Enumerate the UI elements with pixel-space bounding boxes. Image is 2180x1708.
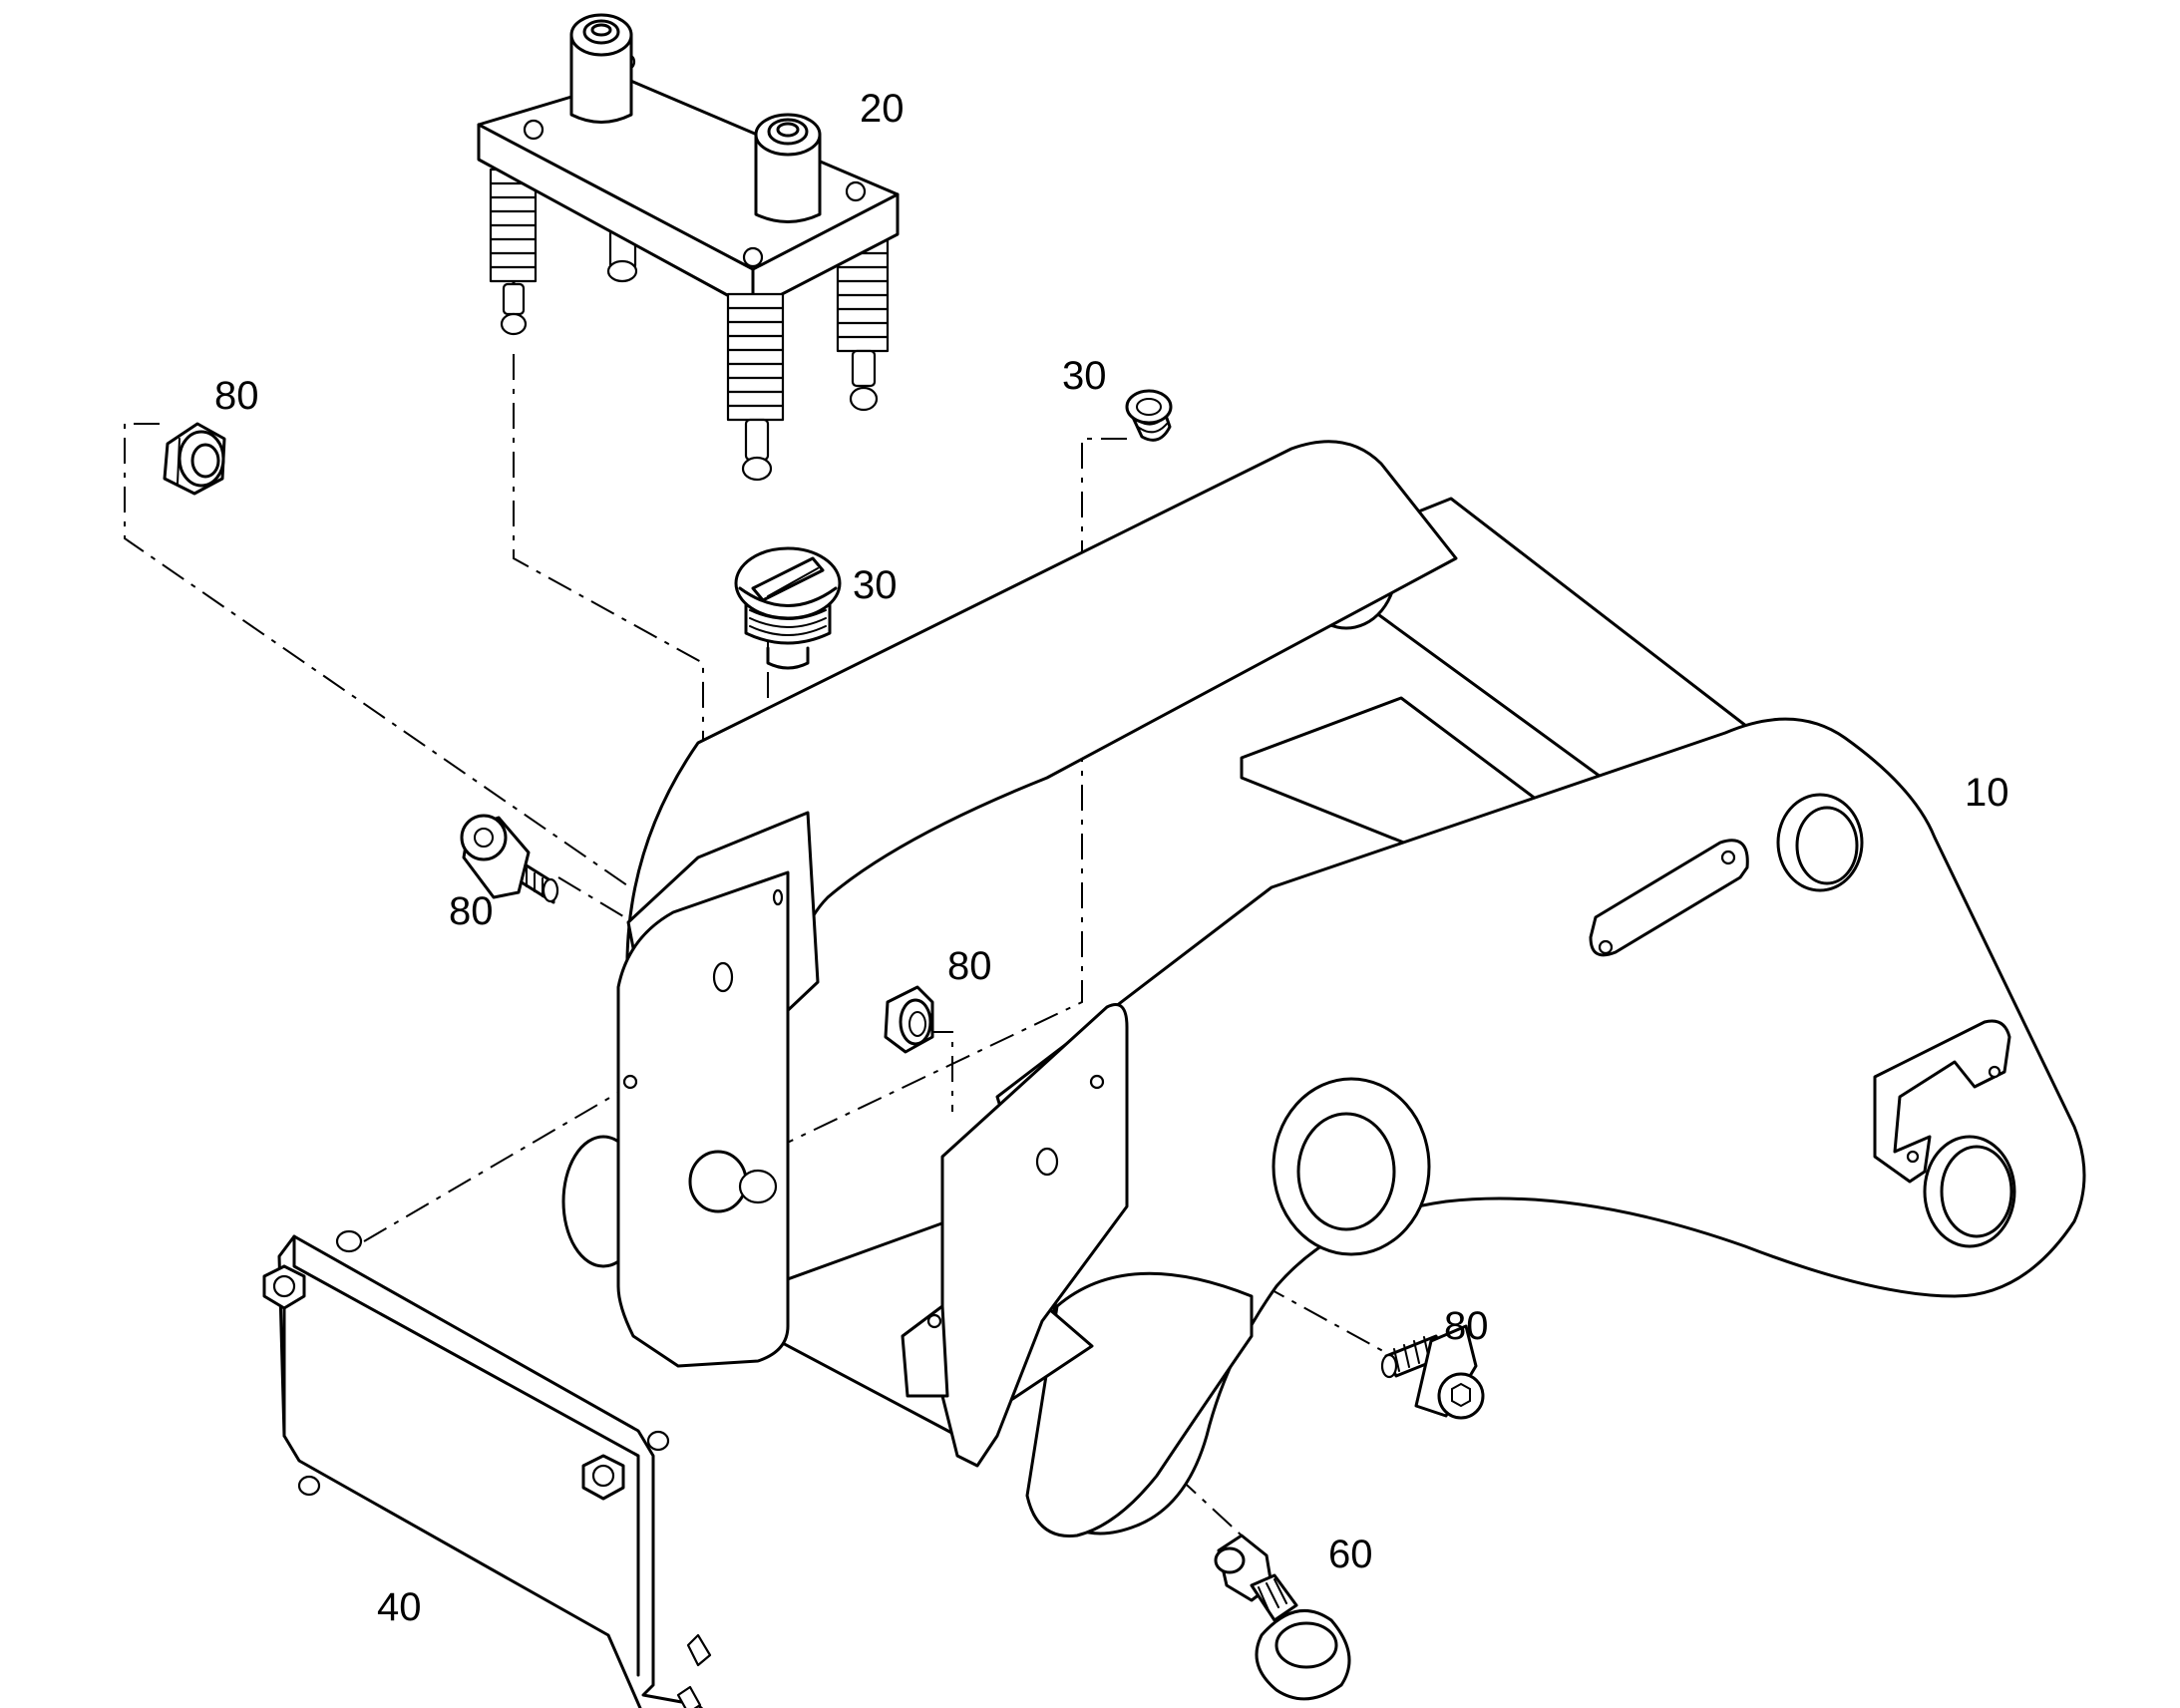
callout-10: 10 — [1965, 771, 2009, 815]
main-frame — [561, 440, 2086, 1537]
callout-80-right: 80 — [1444, 1304, 1489, 1348]
cap-screw-left — [460, 814, 559, 904]
cover-bolt-right — [581, 1454, 625, 1501]
callout-80-center: 80 — [947, 944, 992, 988]
grease-fitting — [1214, 1534, 1351, 1701]
cover-bolt-left — [262, 1264, 306, 1310]
callout-30-plug: 30 — [853, 563, 898, 607]
callout-40: 40 — [377, 1585, 422, 1629]
callout-labels: 10 20 30 30 40 60 80 80 80 80 — [214, 87, 2009, 1629]
cap-screw-right — [1380, 1324, 1485, 1420]
callout-30-upper: 30 — [1062, 354, 1107, 398]
bushing-upper-left — [163, 422, 226, 496]
spring-front-right — [726, 292, 785, 482]
cover-plate — [262, 1229, 712, 1708]
bushing-center — [884, 985, 934, 1054]
spring-rear-left — [489, 168, 538, 336]
plug-large — [734, 546, 842, 670]
plug-small — [1125, 389, 1173, 442]
valve-cylinder-rear — [569, 13, 633, 124]
valve-cylinder-front — [754, 113, 822, 223]
spring-rear-right — [836, 237, 890, 412]
callout-20: 20 — [860, 87, 905, 131]
callout-80-top-left: 80 — [214, 374, 259, 418]
spring-block-assembly — [477, 13, 900, 482]
callout-60: 60 — [1328, 1533, 1373, 1576]
callout-80-left: 80 — [449, 889, 494, 933]
